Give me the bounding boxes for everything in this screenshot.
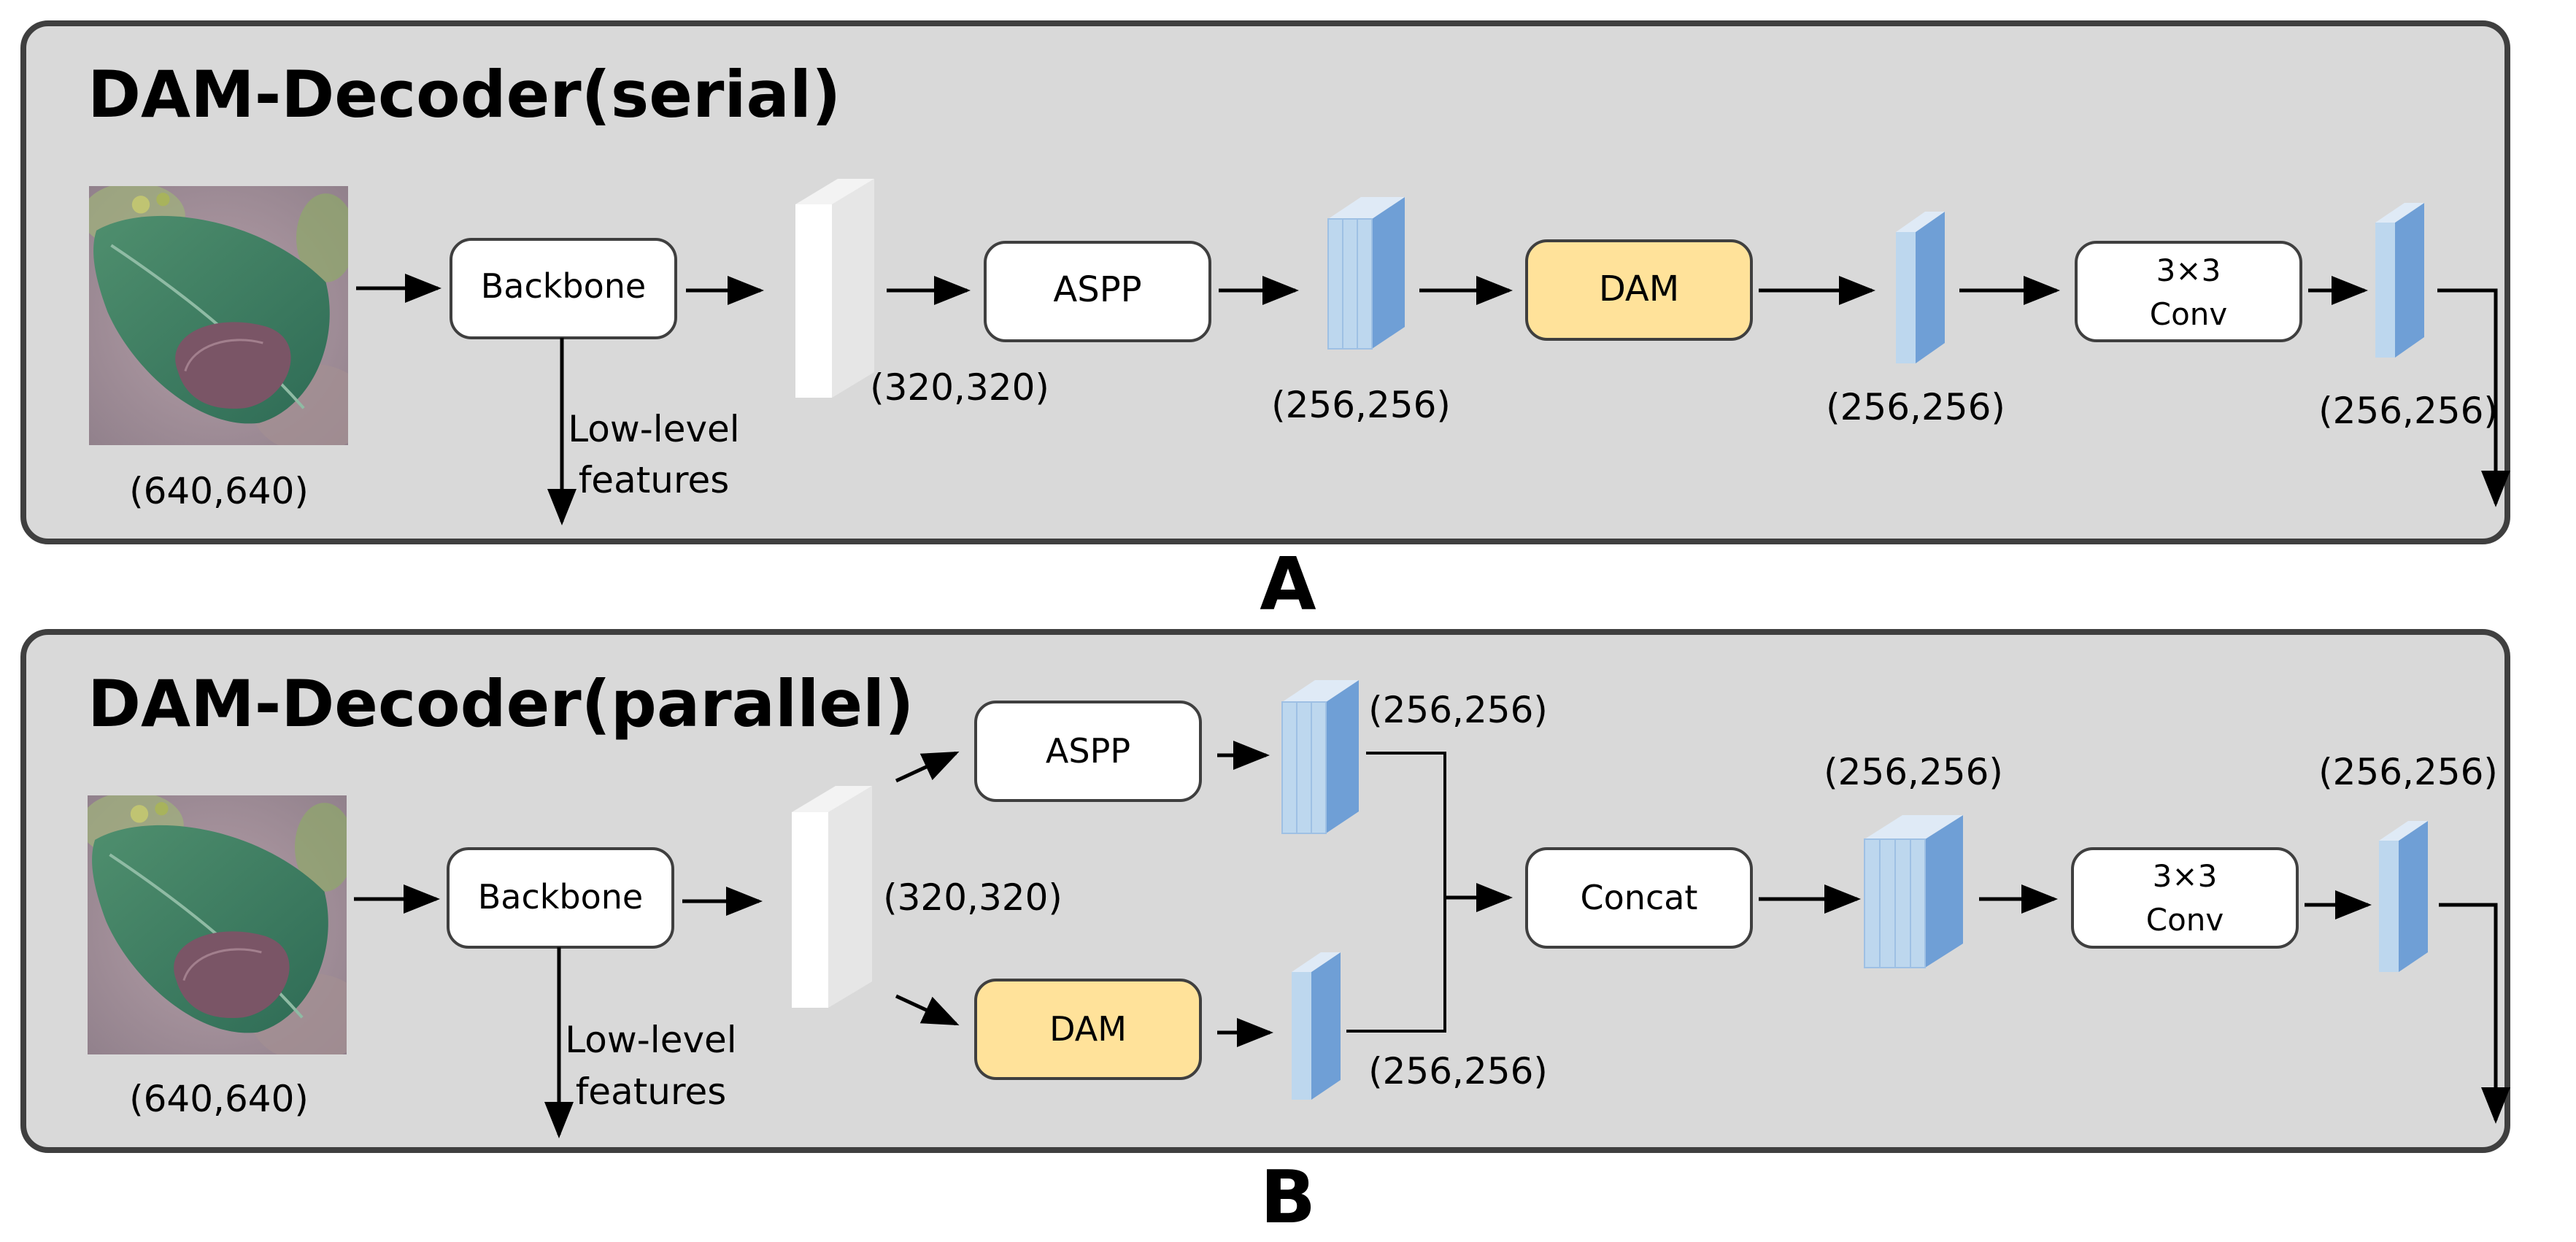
panel-letter-b: B <box>1260 1154 1316 1238</box>
backbone-label: Backbone <box>481 266 646 306</box>
branch-arrow-aspp <box>895 751 960 783</box>
conv-box: 3×3 Conv <box>2071 847 2299 949</box>
backbone-label: Backbone <box>478 877 643 917</box>
out-size-label: (256,256) <box>2318 390 2498 432</box>
conv-label-1: 3×3 <box>2153 858 2218 894</box>
dam-size-label: (256,256) <box>1826 386 2005 428</box>
dam-box: DAM <box>1525 239 1753 341</box>
aspp-label: ASPP <box>1046 731 1130 771</box>
output-arrow <box>2437 288 2510 507</box>
low-level-label-2: features <box>576 1071 727 1113</box>
feature-map-block <box>792 786 872 1008</box>
feature-size-label: (320,320) <box>870 366 1049 409</box>
dam-label: DAM <box>1599 269 1679 309</box>
aspp-output-block <box>1327 197 1405 350</box>
aspp-output-block <box>1281 680 1359 834</box>
conv-label-2: Conv <box>2146 902 2224 938</box>
panel-title: DAM-Decoder(parallel) <box>88 666 914 741</box>
feature-size-label: (320,320) <box>883 876 1063 919</box>
conv-output-block <box>2375 203 2424 358</box>
input-size-label: (640,640) <box>129 1078 309 1120</box>
dam-size-label: (256,256) <box>1368 1050 1548 1092</box>
leaf-photo-icon <box>80 792 369 1062</box>
concat-label: Concat <box>1581 878 1698 917</box>
low-level-label-1: Low-level <box>568 408 739 450</box>
concat-box: Concat <box>1525 847 1753 949</box>
aspp-size-label: (256,256) <box>1368 689 1548 731</box>
panel-title: DAM-Decoder(serial) <box>88 57 841 132</box>
conv-label-2: Conv <box>2150 296 2228 332</box>
leaf-photo-icon <box>82 182 371 452</box>
output-arrow <box>2439 903 2510 1124</box>
backbone-box: Backbone <box>447 847 674 949</box>
backbone-box: Backbone <box>450 238 677 339</box>
branch-arrow-dam <box>895 994 960 1026</box>
dam-output-block <box>1292 952 1341 1100</box>
conv-box: 3×3 Conv <box>2075 241 2302 342</box>
panel-parallel: DAM-Decoder(parallel) (640,640) Backbone… <box>20 629 2510 1153</box>
concat-size-label: (256,256) <box>1824 751 2003 793</box>
out-size-label: (256,256) <box>2318 751 2498 793</box>
aspp-size-label: (256,256) <box>1271 384 1451 426</box>
feature-map-block <box>795 179 874 398</box>
dam-label: DAM <box>1049 1009 1127 1049</box>
dam-output-block <box>1896 212 1945 363</box>
panel-letter-a: A <box>1260 541 1316 627</box>
panel-serial: DAM-Decoder(serial) (640,640) Backbone L… <box>20 20 2510 544</box>
aspp-box: ASPP <box>984 241 1211 342</box>
aspp-box: ASPP <box>974 701 1202 802</box>
conv-output-block <box>2379 821 2428 972</box>
merge-lines <box>1346 752 1446 1033</box>
aspp-label: ASPP <box>1053 269 1141 310</box>
low-level-label-1: Low-level <box>565 1019 736 1061</box>
concat-output-block <box>1864 815 1963 968</box>
dam-box: DAM <box>974 979 1202 1080</box>
conv-label-1: 3×3 <box>2156 252 2221 288</box>
low-level-label-2: features <box>579 459 730 501</box>
input-size-label: (640,640) <box>129 470 309 512</box>
